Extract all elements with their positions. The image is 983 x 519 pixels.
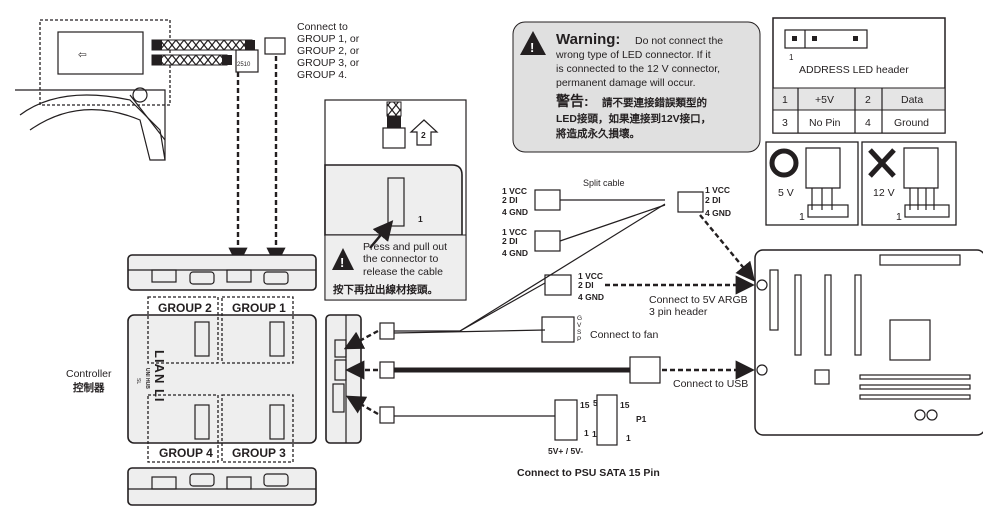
compatible-5v-panel: 5 V 1 xyxy=(765,141,859,226)
label-text: GROUP 1, or xyxy=(297,33,360,45)
label-text: P1 xyxy=(636,414,647,424)
fan-illustration: ⇦ 2510 xyxy=(15,19,286,267)
label-text: S xyxy=(577,329,582,336)
label-text: 15 xyxy=(580,400,590,410)
label-text: wrong type of LED connector. If it xyxy=(555,49,711,61)
label-text: 2 DI xyxy=(705,195,721,205)
label-text: is connected to the 12 V connector, xyxy=(556,63,720,75)
controller-cables xyxy=(343,203,666,424)
sata-connection: 15 5 15 P1 1 1 1 5V+ / 5V- Connect to PS… xyxy=(517,394,660,479)
label-text: 1 xyxy=(789,53,794,62)
label-text: Warning: xyxy=(556,31,620,48)
label-text: 1 VCC xyxy=(502,186,527,196)
label-text: V xyxy=(577,322,582,329)
label-text: Connect to 5V ARGB xyxy=(649,294,748,306)
label-text: 2 DI xyxy=(502,236,518,246)
connect-to-group-note: Connect to GROUP 1, or GROUP 2, or GROUP… xyxy=(297,21,360,81)
label-text: 1 VCC xyxy=(705,185,730,195)
warning-icon xyxy=(520,31,546,55)
label-text: GROUP 3, or xyxy=(297,57,360,69)
label-text: +5V xyxy=(815,94,834,106)
label-text: 請不要連接錯誤類型的 xyxy=(602,96,707,109)
warning-box: ! Warning: Do not connect the wrong type… xyxy=(512,21,761,153)
label-text: 2 DI xyxy=(578,280,594,290)
group-2-label: GROUP 2 xyxy=(158,301,212,315)
label-text: 2510 xyxy=(237,62,251,68)
label-text: G xyxy=(577,315,582,322)
label-text: 1 xyxy=(592,429,597,439)
label-text: 1 xyxy=(896,211,902,223)
label-text: Data xyxy=(901,94,923,106)
release-instruction-panel: 2 1 ! Press and pull out the connector t… xyxy=(324,99,467,301)
label-text: 按下再拉出線材接頭。 xyxy=(333,283,438,296)
label-text: 4 GND xyxy=(578,292,604,302)
usb-connection: Connect to USB xyxy=(629,356,755,390)
label-text: ! xyxy=(530,40,534,55)
label-text: UNI HUB xyxy=(144,368,150,389)
label-text: 4 GND xyxy=(502,248,528,258)
incompatible-12v-panel: 12 V 1 xyxy=(861,141,957,226)
label-text: Ground xyxy=(894,117,929,129)
label-text: No Pin xyxy=(809,117,841,129)
label-text: the connector to xyxy=(363,253,438,265)
label-text: ⇦ xyxy=(78,49,87,61)
label-text: 5V+ / 5V- xyxy=(548,446,583,456)
label-text: Connect to PSU SATA 15 Pin xyxy=(517,467,660,479)
fan-connection: G V S P Connect to fan xyxy=(541,315,658,343)
label-text: Connect to xyxy=(297,21,348,33)
group-1-label: GROUP 1 xyxy=(232,301,286,315)
label-text: 2 xyxy=(865,94,871,106)
label-text: 1 xyxy=(626,433,631,443)
label-text: 4 GND xyxy=(705,208,731,218)
label-text: 1 VCC xyxy=(502,227,527,237)
label-text: permanent damage will occur. xyxy=(556,77,696,89)
label-text: 12 V xyxy=(873,187,895,199)
label-text: 2 xyxy=(421,130,426,140)
label-text: 4 GND xyxy=(502,207,528,217)
controller-label: Controller xyxy=(66,368,112,380)
ok-circle-icon xyxy=(769,148,799,178)
label-text: Connect to USB xyxy=(673,378,748,390)
label-text: Press and pull out xyxy=(363,241,447,253)
label-text: 警告: xyxy=(556,93,589,109)
label-text: 控制器 xyxy=(73,381,105,394)
address-led-header-table: 1 ADDRESS LED header 1 +5V 2 Data 3 No P… xyxy=(772,17,946,134)
controller: LIAN LI UNI HUB SL GROUP 2 GROUP 1 GROUP… xyxy=(66,254,362,506)
label-text: 1 VCC xyxy=(578,271,603,281)
label-text: release the cable xyxy=(363,266,443,278)
label-text: GROUP 2, or xyxy=(297,45,360,57)
label-text: Connect to fan xyxy=(590,329,658,341)
group-3-label: GROUP 3 xyxy=(232,446,286,460)
label-text: SL xyxy=(135,378,141,384)
group-4-label: GROUP 4 xyxy=(159,446,213,460)
label-text: LED接頭，如果連接到12V接口， xyxy=(556,112,711,125)
label-text: 將造成永久損壞。 xyxy=(556,127,640,140)
label-text: 15 xyxy=(620,400,630,410)
label-text: ADDRESS LED header xyxy=(799,64,909,76)
label-text: 1 xyxy=(584,428,589,438)
label-text: 5 xyxy=(593,398,598,408)
label-text: Do not connect the xyxy=(635,35,723,47)
label-text: 2 DI xyxy=(502,195,518,205)
label-text: 3 pin header xyxy=(649,306,708,318)
label-text: 5 V xyxy=(778,187,794,199)
label-text: 1 xyxy=(418,214,423,224)
label-text: GROUP 4. xyxy=(297,69,347,81)
label-text: 4 xyxy=(865,117,871,129)
label-text: 3 xyxy=(782,117,788,129)
motherboard xyxy=(754,249,983,436)
cross-icon xyxy=(868,148,896,178)
label-text: 1 xyxy=(782,94,788,106)
label-text: 1 xyxy=(799,211,805,223)
label-text: ! xyxy=(340,255,344,270)
label-text: Split cable xyxy=(583,178,625,188)
label-text: P xyxy=(577,336,581,343)
